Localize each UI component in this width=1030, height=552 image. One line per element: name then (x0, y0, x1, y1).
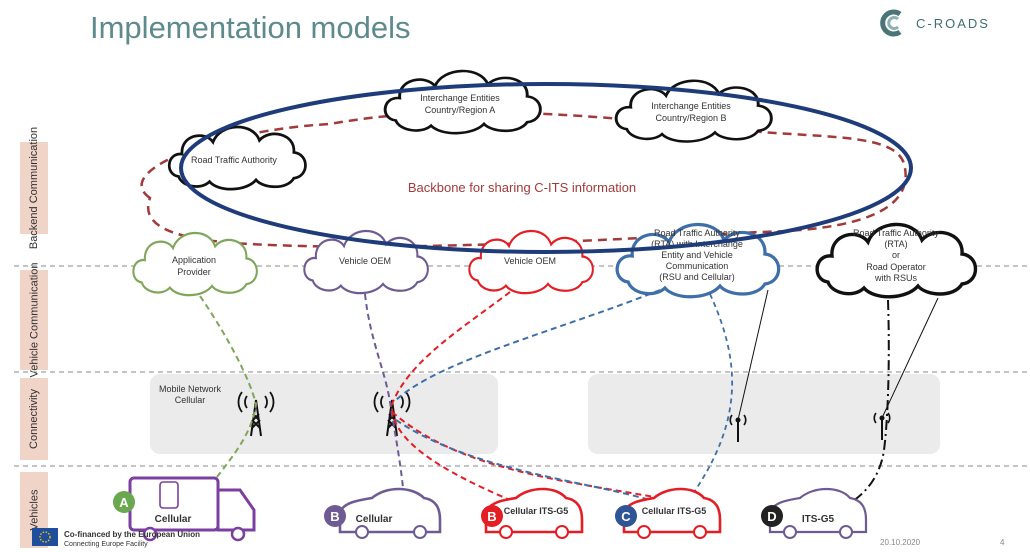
link-dashdot (839, 299, 890, 509)
page-number: 4 (1000, 538, 1005, 547)
svg-text:Vehicle OEM: Vehicle OEM (504, 256, 556, 266)
cofinanced-text: Co-financed by the European Union (64, 530, 201, 539)
svg-text:or: or (892, 250, 900, 260)
link-red-c (391, 411, 661, 499)
rsu-antenna-icon (873, 412, 891, 440)
svg-text:Provider: Provider (177, 267, 211, 277)
backbone-ellipse (179, 82, 913, 254)
cloud-rta-operator: Road Traffic Authority (RTA) or Road Ope… (815, 222, 978, 299)
connectivity-band-left (150, 374, 498, 454)
svg-text:Application: Application (172, 255, 216, 265)
badge-b-red: B (481, 505, 503, 527)
cloud-interchange-a: Interchange Entities Country/Region A (383, 69, 542, 135)
badge-c: C (615, 505, 637, 527)
connectivity-band-right (588, 374, 940, 454)
svg-text:A: A (119, 495, 129, 510)
link-green (199, 295, 258, 501)
cloud-road-traffic-authority: Road Traffic Authority (167, 125, 307, 191)
row-label-connectivity: Connectivity (20, 378, 48, 460)
svg-text:Entity and Vehicle: Entity and Vehicle (661, 250, 733, 260)
svg-text:Vehicle OEM: Vehicle OEM (339, 256, 391, 266)
car-vehicle-b-red: Cellular ITS-G5 (484, 487, 584, 539)
svg-text:Road Traffic Authority: Road Traffic Authority (654, 228, 740, 238)
svg-text:Road Traffic Authority: Road Traffic Authority (191, 155, 277, 165)
car-vehicle-d: ITS-G5 (768, 487, 868, 539)
svg-text:Interchange Entities: Interchange Entities (651, 101, 731, 111)
link-blue-tower (395, 289, 661, 401)
rsu-antenna-icon (729, 414, 747, 442)
svg-text:D: D (767, 509, 776, 524)
cloud-vehicle-oem-2: Vehicle OEM (468, 229, 594, 295)
phone-icon (159, 481, 179, 509)
cellular-label: Cellular (175, 395, 206, 405)
link-rsu-line (737, 289, 769, 421)
facility-text: Connecting Europe Facility (64, 541, 148, 548)
link-purple (364, 293, 405, 501)
link-red-oem (390, 291, 511, 501)
link-blue-rsu (689, 293, 733, 499)
svg-text:B: B (330, 509, 339, 524)
svg-text:Cellular: Cellular (155, 514, 192, 525)
car-vehicle-c: Cellular ITS-G5 (622, 487, 722, 539)
svg-text:C: C (621, 509, 631, 524)
backbone-label: Backbone for sharing C-ITS information (408, 180, 636, 195)
svg-text:ITS-G5: ITS-G5 (802, 514, 835, 525)
logo-text: C-ROADS (916, 15, 990, 31)
link-rsu-line (881, 297, 939, 419)
badge-d: D (761, 505, 783, 527)
row-label-backend: Backend Communication (20, 127, 48, 249)
eu-flag-icon (32, 528, 58, 546)
svg-text:Communication: Communication (666, 261, 729, 271)
svg-text:Country/Region B: Country/Region B (655, 113, 726, 123)
page-title: Implementation models (90, 10, 411, 45)
svg-text:Interchange Entities: Interchange Entities (420, 93, 500, 103)
mobile-network-label: Mobile Network (159, 384, 222, 394)
svg-text:(RTA): (RTA) (884, 239, 907, 249)
svg-text:Road Traffic Authority: Road Traffic Authority (853, 228, 939, 238)
link-blue-c (395, 419, 651, 501)
svg-text:with RSUs: with RSUs (874, 273, 918, 283)
badge-b: B (324, 505, 346, 527)
svg-text:Cellular ITS-G5: Cellular ITS-G5 (642, 506, 707, 516)
svg-text:B: B (487, 509, 496, 524)
cell-tower-icon (237, 391, 275, 437)
cloud-interchange-b: Interchange Entities Country/Region B (614, 79, 773, 143)
row-label-vehicle-communication: Vehicle Communication (20, 263, 48, 377)
car-vehicle-b-purple: Cellular (338, 487, 442, 539)
cloud-vehicle-oem-1: Vehicle OEM (303, 229, 429, 295)
badge-a: A (113, 491, 135, 513)
svg-text:Cellular: Cellular (356, 514, 393, 525)
cloud-application-provider: Application Provider (132, 231, 258, 297)
svg-text:Country/Region A: Country/Region A (425, 105, 496, 115)
c-roads-logo-icon (880, 9, 902, 37)
svg-text:(RSU and Cellular): (RSU and Cellular) (659, 272, 735, 282)
truck-vehicle-a: Cellular (128, 476, 256, 542)
date-text: 20.10.2020 (880, 538, 921, 547)
c-roads-logo: C-ROADS (878, 8, 990, 38)
svg-text:Road Operator: Road Operator (866, 262, 926, 272)
svg-text:Cellular ITS-G5: Cellular ITS-G5 (504, 506, 569, 516)
